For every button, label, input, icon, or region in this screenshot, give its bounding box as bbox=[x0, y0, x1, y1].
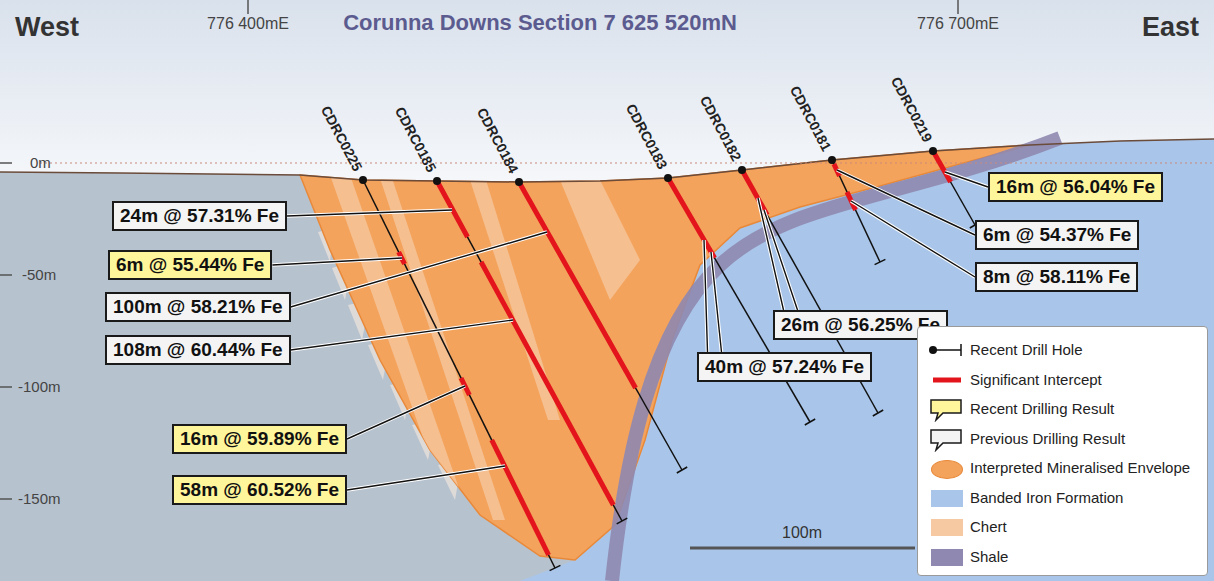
legend-text: Recent Drill Hole bbox=[970, 341, 1083, 358]
leader-line bbox=[851, 201, 975, 277]
result-text: 40m @ 57.24% Fe bbox=[705, 356, 864, 378]
leader-line bbox=[272, 258, 402, 265]
leader-line bbox=[291, 232, 547, 307]
leader-line bbox=[837, 170, 975, 235]
legend-symbol bbox=[927, 337, 967, 363]
drill-hole-id: CDRC0184 bbox=[473, 105, 523, 177]
leader-line bbox=[711, 252, 722, 352]
legend-row: Previous Drilling Result bbox=[918, 426, 1207, 452]
result-text: 108m @ 60.44% Fe bbox=[113, 339, 283, 361]
legend-symbol bbox=[927, 426, 967, 452]
result-text: 6m @ 54.37% Fe bbox=[983, 224, 1131, 246]
previous-result-callout: 6m @ 54.37% Fe bbox=[975, 220, 1139, 250]
legend-text: Chert bbox=[970, 518, 1007, 535]
legend-swatch bbox=[931, 490, 963, 507]
leader-line bbox=[291, 320, 513, 350]
previous-result-callout: 100m @ 58.21% Fe bbox=[105, 292, 291, 322]
recent-result-callout: 58m @ 60.52% Fe bbox=[172, 475, 347, 505]
result-text: 6m @ 55.44% Fe bbox=[116, 254, 264, 276]
previous-result-callout: 8m @ 58.11% Fe bbox=[975, 262, 1138, 292]
leader-line bbox=[347, 466, 505, 490]
leader-line bbox=[945, 172, 988, 187]
section-label: 776 400mE bbox=[207, 14, 289, 34]
legend-row: Recent Drilling Result bbox=[918, 396, 1207, 422]
drill-hole-id: CDRC0183 bbox=[622, 101, 672, 173]
legend-row: Significant Intercept bbox=[918, 367, 1207, 393]
recent-result-callout: 6m @ 55.44% Fe bbox=[108, 250, 272, 280]
legend-row: Chert bbox=[918, 514, 1207, 540]
previous-result-callout: 108m @ 60.44% Fe bbox=[105, 335, 291, 365]
legend-row: Interpreted Mineralised Envelope bbox=[918, 455, 1207, 481]
leader-line bbox=[704, 240, 708, 352]
previous-result-callout: 40m @ 57.24% Fe bbox=[697, 352, 872, 382]
recent-result-callout: 16m @ 56.04% Fe bbox=[988, 172, 1163, 202]
leader-line bbox=[837, 170, 975, 235]
leader-line bbox=[287, 210, 452, 216]
leader-line bbox=[704, 240, 708, 352]
legend-row: Banded Iron Formation bbox=[918, 485, 1207, 511]
leader-line bbox=[347, 466, 505, 490]
result-text: 100m @ 58.21% Fe bbox=[113, 296, 283, 318]
leader-line bbox=[291, 320, 513, 350]
leader-line bbox=[272, 258, 402, 265]
recent-result-callout: 16m @ 59.89% Fe bbox=[172, 424, 347, 454]
legend-text: Shale bbox=[970, 548, 1008, 565]
leader-line bbox=[711, 252, 722, 352]
section-label: West bbox=[15, 12, 79, 43]
legend-text: Significant Intercept bbox=[970, 371, 1102, 388]
legend-row: Shale bbox=[918, 544, 1207, 570]
section-label: 100m bbox=[782, 523, 822, 543]
previous-result-callout: 24m @ 57.31% Fe bbox=[112, 201, 287, 231]
result-text: 24m @ 57.31% Fe bbox=[120, 205, 279, 227]
legend-row: Recent Drill Hole bbox=[918, 337, 1207, 363]
drill-hole-id: CDRC0225 bbox=[317, 103, 367, 175]
drill-hole-id: CDRC0219 bbox=[887, 74, 937, 146]
legend-swatch bbox=[931, 549, 963, 566]
section-label: 776 700mE bbox=[917, 14, 999, 34]
leader-line bbox=[764, 210, 798, 310]
leader-line bbox=[287, 210, 452, 216]
result-text: 58m @ 60.52% Fe bbox=[180, 479, 339, 501]
axis-label: 0m bbox=[30, 153, 51, 172]
legend-swatch bbox=[931, 460, 963, 479]
diagram-title: Corunna Downs Section 7 625 520mN bbox=[343, 10, 737, 36]
result-text: 8m @ 58.11% Fe bbox=[983, 266, 1130, 288]
result-text: 16m @ 59.89% Fe bbox=[180, 428, 339, 450]
legend-text: Banded Iron Formation bbox=[970, 489, 1123, 506]
legend-symbol bbox=[927, 396, 967, 422]
result-text: 16m @ 56.04% Fe bbox=[996, 176, 1155, 198]
section-label: East bbox=[1142, 12, 1199, 43]
leader-line bbox=[945, 172, 988, 187]
axis-label: -150m bbox=[18, 489, 61, 508]
drill-hole-id: CDRC0182 bbox=[696, 93, 746, 165]
axis-label: -100m bbox=[18, 377, 61, 396]
legend-panel: Recent Drill HoleSignificant InterceptRe… bbox=[917, 326, 1208, 576]
drill-hole-id: CDRC0181 bbox=[786, 83, 836, 155]
leader-line bbox=[291, 232, 547, 307]
legend-swatch bbox=[931, 519, 963, 536]
drill-hole-id: CDRC0185 bbox=[391, 104, 441, 176]
leader-line bbox=[347, 386, 465, 439]
leader-line bbox=[851, 201, 975, 277]
legend-text: Interpreted Mineralised Envelope bbox=[970, 459, 1190, 476]
leader-line bbox=[347, 386, 465, 439]
legend-text: Previous Drilling Result bbox=[970, 430, 1125, 447]
legend-text: Recent Drilling Result bbox=[970, 400, 1114, 417]
leader-line bbox=[764, 210, 798, 310]
axis-label: -50m bbox=[22, 265, 56, 284]
legend-symbol bbox=[927, 367, 967, 393]
